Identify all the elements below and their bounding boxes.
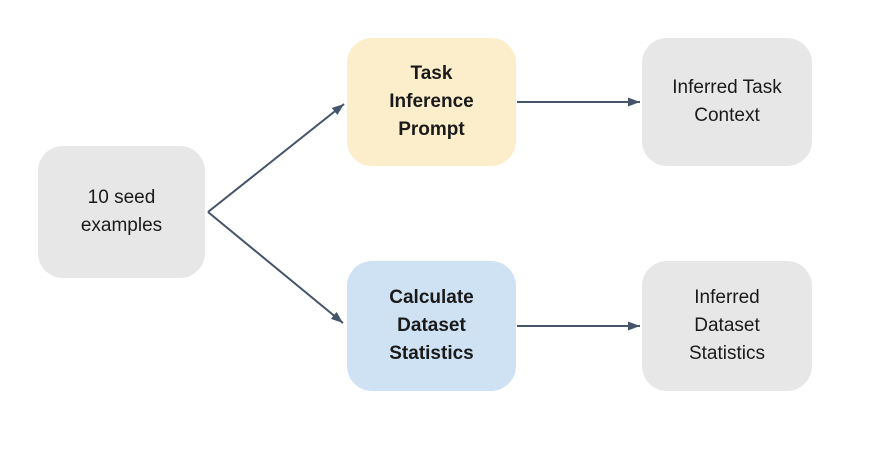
node-inferred-dataset-statistics-label: Inferred Dataset Statistics <box>688 287 766 364</box>
edge-seed-examples-to-calculate-dataset-stats <box>207 211 344 324</box>
node-inferred-task-context-label: Inferred Task Context <box>672 77 782 126</box>
edge-seed-examples-to-task-inference-prompt <box>207 103 345 213</box>
node-inferred-task-context: Inferred Task Context <box>642 38 812 166</box>
node-inferred-dataset-statistics: Inferred Dataset Statistics <box>642 261 812 391</box>
node-task-inference-prompt: Task Inference Prompt <box>347 38 516 166</box>
node-calculate-dataset-statistics: Calculate Dataset Statistics <box>347 261 516 391</box>
node-task-inference-prompt-label: Task Inference Prompt <box>389 63 474 140</box>
node-seed-examples: 10 seed examples <box>38 146 205 278</box>
node-calculate-dataset-statistics-label: Calculate Dataset Statistics <box>389 287 474 364</box>
node-seed-examples-label: 10 seed examples <box>80 187 163 236</box>
